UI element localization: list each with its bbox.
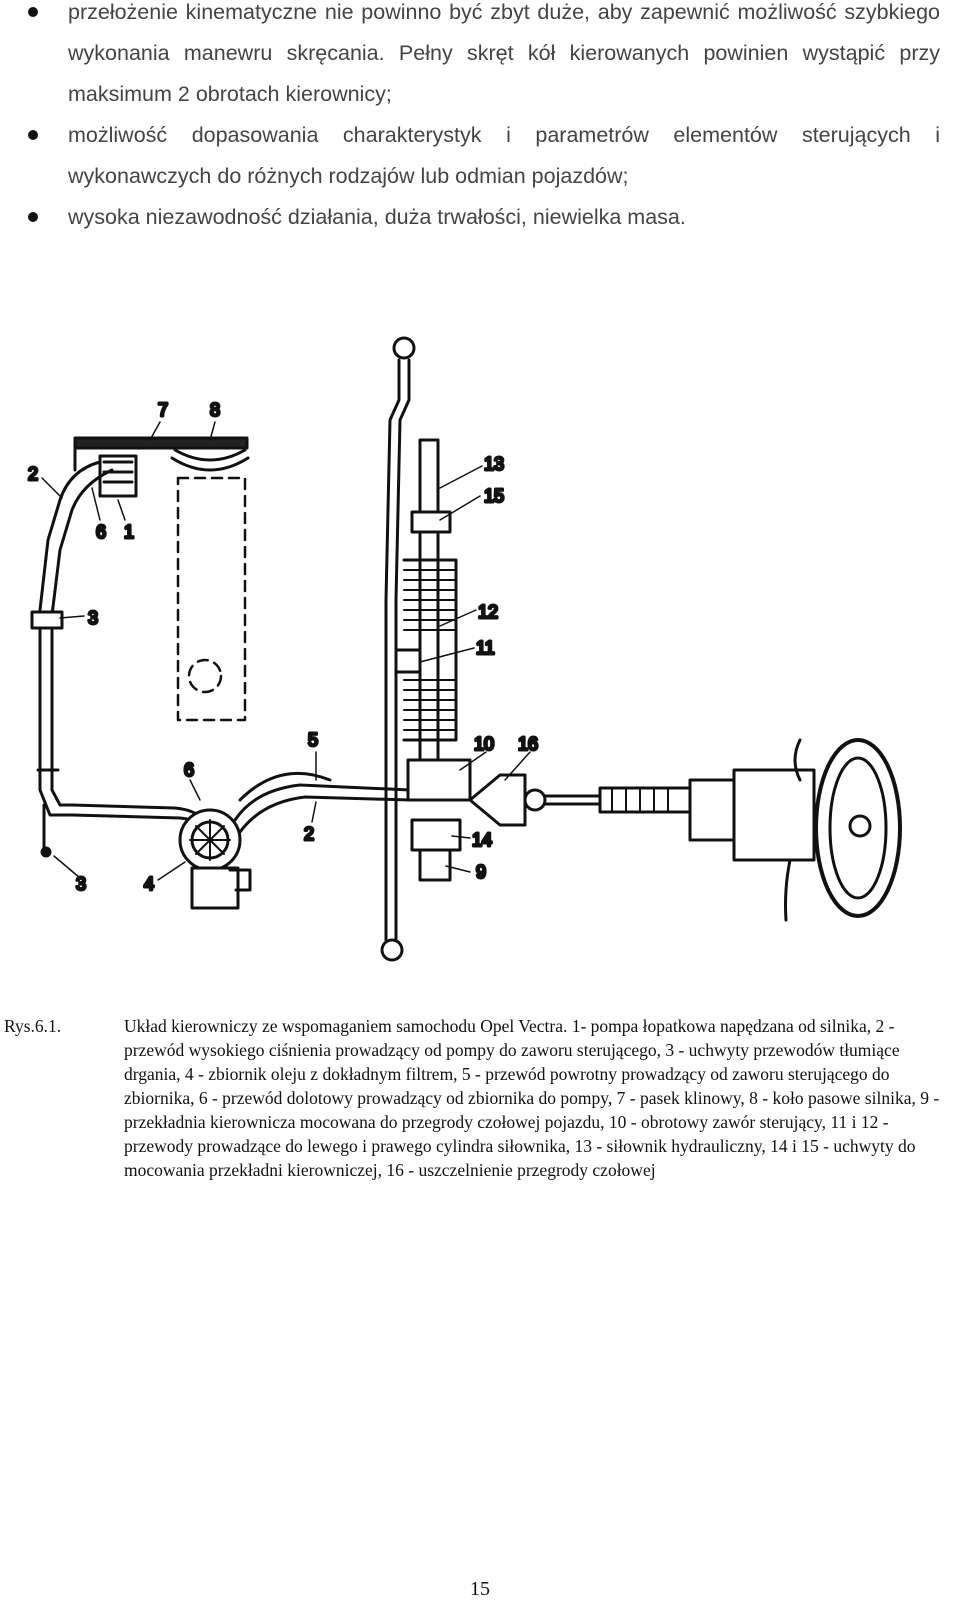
- list-item-text: przełożenie kinematyczne nie powinno być…: [68, 0, 940, 106]
- pump-drawing: [98, 454, 138, 498]
- label-6a: 6: [96, 522, 106, 542]
- label-11: 11: [476, 638, 495, 658]
- label-2b: 2: [304, 824, 314, 844]
- label-2a: 2: [28, 464, 38, 484]
- steering-column-drawing: [468, 768, 816, 862]
- label-8: 8: [210, 400, 220, 420]
- requirements-list: przełożenie kinematyczne nie powinno być…: [28, 0, 940, 246]
- part-labels: 7 8 2 6 1 3 5 6 2 3 4 13 15 12 11 10 16 …: [27, 399, 540, 896]
- bullet-icon: [28, 212, 38, 222]
- caption-text: Układ kierowniczy ze wspomaganiem samoch…: [124, 1016, 940, 1180]
- label-9: 9: [476, 862, 486, 882]
- label-6b: 6: [184, 760, 194, 780]
- steering-rack-drawing: [394, 438, 472, 882]
- list-item: przełożenie kinematyczne nie powinno być…: [28, 0, 940, 115]
- label-14: 14: [472, 830, 492, 850]
- label-3b: 3: [76, 874, 86, 894]
- bullet-icon: [28, 7, 38, 17]
- label-13: 13: [484, 454, 504, 474]
- list-item: wysoka niezawodność działania, duża trwa…: [28, 197, 940, 238]
- belt-drawing: [73, 436, 249, 472]
- label-1: 1: [124, 522, 134, 542]
- page-number: 15: [470, 1578, 490, 1600]
- steering-wheel-drawing: [784, 738, 902, 922]
- label-7: 7: [158, 400, 168, 420]
- leader-lines: [41, 421, 531, 881]
- list-item: możliwość dopasowania charakterystyk i p…: [28, 115, 940, 197]
- label-16: 16: [518, 734, 538, 754]
- pulley-drawing: [170, 448, 250, 472]
- label-15: 15: [484, 486, 504, 506]
- list-item-text: możliwość dopasowania charakterystyk i p…: [68, 123, 940, 188]
- engine-outline-drawing: [176, 476, 247, 722]
- steering-system-figure: 7 8 2 6 1 3 5 6 2 3 4 13 15 12 11 10 16 …: [0, 330, 960, 990]
- steering-system-diagram: 7 8 2 6 1 3 5 6 2 3 4 13 15 12 11 10 16 …: [27, 336, 902, 962]
- tie-rod-drawing: [380, 336, 416, 962]
- label-5: 5: [308, 730, 318, 750]
- left-hose-drawing: [30, 460, 114, 858]
- list-item-text: wysoka niezawodność działania, duża trwa…: [68, 205, 686, 229]
- label-3a: 3: [88, 608, 98, 628]
- label-10: 10: [474, 734, 494, 754]
- reservoir-drawing: [178, 808, 252, 910]
- label-12: 12: [478, 602, 498, 622]
- lower-hose-drawing: [70, 771, 412, 834]
- figure-number: Rys.6.1.: [4, 1016, 62, 1036]
- bullet-icon: [28, 130, 38, 140]
- label-4: 4: [144, 874, 154, 894]
